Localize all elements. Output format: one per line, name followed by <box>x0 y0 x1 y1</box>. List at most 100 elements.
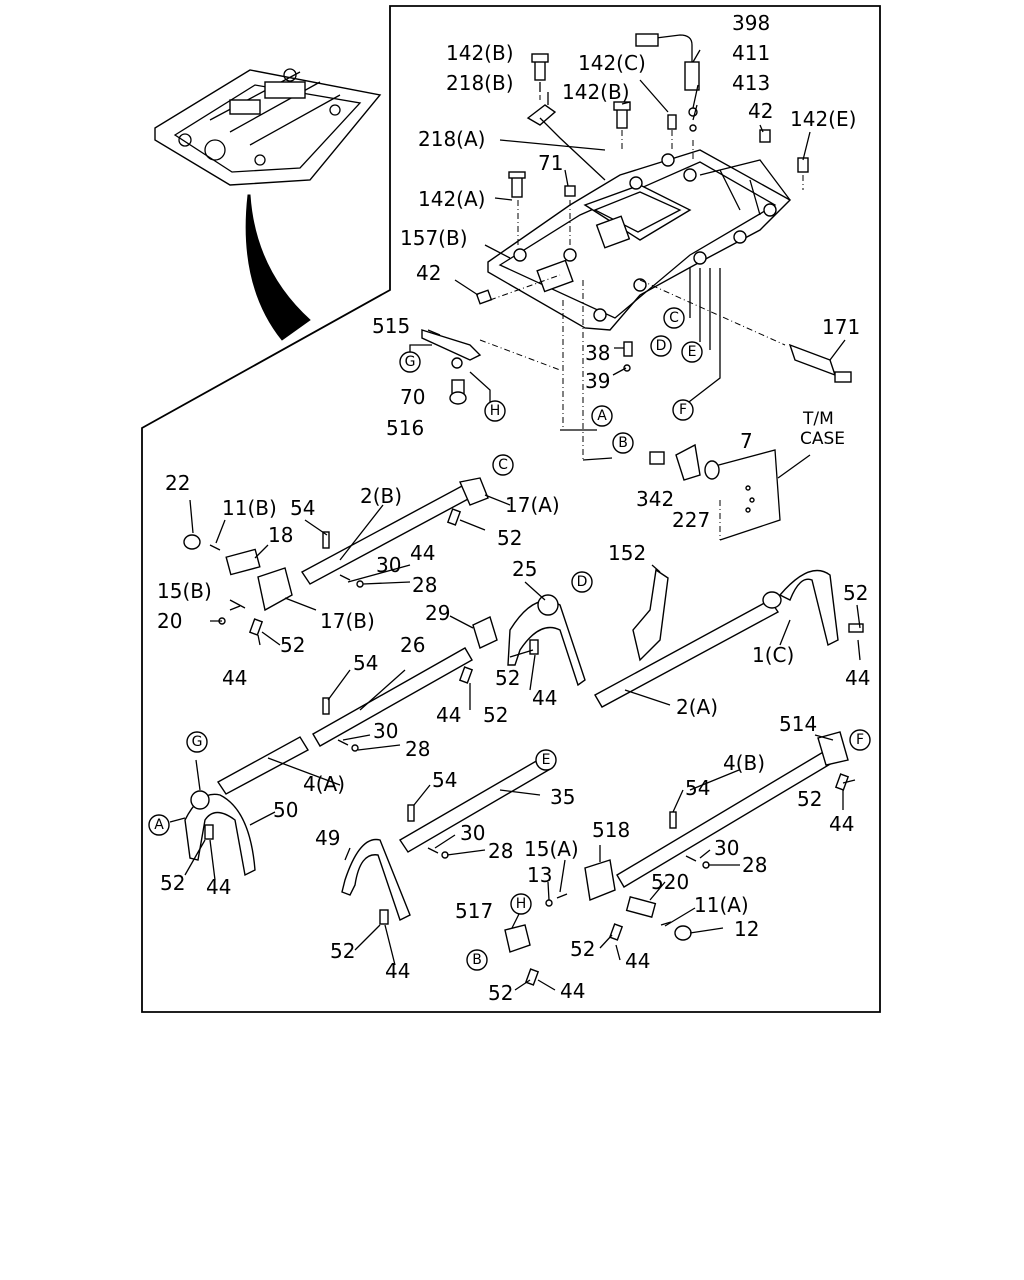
label-218a: 218(A) <box>418 127 485 151</box>
label-44: 44 <box>845 666 870 690</box>
svg-text:B: B <box>472 952 482 968</box>
label-29: 29 <box>425 601 450 625</box>
label-tm-line2: CASE <box>800 429 845 449</box>
label-44: 44 <box>410 541 435 565</box>
label-52: 52 <box>495 666 520 690</box>
label-11a: 11(A) <box>694 893 749 917</box>
callout-d: D <box>571 571 593 593</box>
label-12: 12 <box>734 917 759 941</box>
label-413: 413 <box>732 71 770 95</box>
label-17b: 17(B) <box>320 609 375 633</box>
top-small-parts <box>421 33 852 405</box>
label-142b: 142(B) <box>446 41 514 65</box>
callout-a: A <box>591 405 613 427</box>
label-17a: 17(A) <box>505 493 560 517</box>
label-520: 520 <box>651 870 689 894</box>
label-15a: 15(A) <box>524 837 579 861</box>
label-38: 38 <box>585 341 610 365</box>
svg-text:B: B <box>618 435 628 451</box>
svg-text:D: D <box>577 574 588 590</box>
svg-text:D: D <box>656 338 667 354</box>
diagram-frame <box>141 5 881 1013</box>
label-28: 28 <box>742 853 767 877</box>
label-22: 22 <box>165 471 190 495</box>
label-50: 50 <box>273 798 298 822</box>
label-54: 54 <box>290 496 315 520</box>
part-labels: 398 411 413 42 142(E) 142(B) 218(B) 142(… <box>157 11 870 1005</box>
label-49: 49 <box>315 826 340 850</box>
label-52: 52 <box>160 871 185 895</box>
label-26: 26 <box>400 633 425 657</box>
label-514: 514 <box>779 712 817 736</box>
label-39: 39 <box>585 369 610 393</box>
reference-callouts: C D E F G H A B C D G A E F H B <box>148 307 871 971</box>
label-398: 398 <box>732 11 770 35</box>
label-516: 516 <box>386 416 424 440</box>
callout-h: H <box>510 893 532 915</box>
label-28: 28 <box>488 839 513 863</box>
label-52: 52 <box>280 633 305 657</box>
svg-text:F: F <box>679 402 687 418</box>
cover-assembly <box>487 149 792 331</box>
label-44: 44 <box>829 812 854 836</box>
label-515: 515 <box>372 314 410 338</box>
label-71: 71 <box>538 151 563 175</box>
overview-thumbnail <box>154 68 382 186</box>
pins-and-bolts <box>204 508 864 986</box>
label-52: 52 <box>843 581 868 605</box>
label-44: 44 <box>206 875 231 899</box>
label-28: 28 <box>405 737 430 761</box>
label-142e: 142(E) <box>790 107 856 131</box>
tm-case <box>649 443 811 541</box>
label-54: 54 <box>353 651 378 675</box>
label-2b: 2(B) <box>360 484 402 508</box>
callout-c: C <box>663 307 685 329</box>
callout-e: E <box>681 341 703 363</box>
zoom-arrow <box>245 194 311 341</box>
label-44: 44 <box>560 979 585 1003</box>
callout-f: F <box>672 399 694 421</box>
forks-and-blocks <box>183 477 849 953</box>
svg-text:G: G <box>192 734 203 750</box>
label-28: 28 <box>412 573 437 597</box>
label-25: 25 <box>512 557 537 581</box>
label-18: 18 <box>268 523 293 547</box>
label-20: 20 <box>157 609 182 633</box>
label-52: 52 <box>483 703 508 727</box>
label-411: 411 <box>732 41 770 65</box>
svg-text:C: C <box>669 310 679 326</box>
label-1c: 1(C) <box>752 643 794 667</box>
label-52: 52 <box>488 981 513 1005</box>
label-44: 44 <box>222 666 247 690</box>
callout-b: B <box>466 949 488 971</box>
label-54: 54 <box>685 776 710 800</box>
callout-g: G <box>399 351 421 373</box>
label-44: 44 <box>385 959 410 983</box>
label-44: 44 <box>436 703 461 727</box>
label-35: 35 <box>550 785 575 809</box>
svg-text:H: H <box>516 896 527 912</box>
callout-b: B <box>612 432 634 454</box>
callout-e: E <box>535 749 557 771</box>
leader-lines-top <box>409 117 721 461</box>
alignment-lines-top <box>479 82 804 540</box>
callout-a: A <box>148 814 170 836</box>
label-15b: 15(B) <box>157 579 212 603</box>
label-2a: 2(A) <box>676 695 718 719</box>
svg-text:E: E <box>688 344 697 360</box>
label-tm-line1: T/M <box>802 409 834 429</box>
callout-f: F <box>849 729 871 751</box>
svg-text:A: A <box>154 817 164 833</box>
label-11b: 11(B) <box>222 496 277 520</box>
label-218b: 218(B) <box>446 71 514 95</box>
label-142b: 142(B) <box>562 80 630 104</box>
label-142a: 142(A) <box>418 187 485 211</box>
callout-h: H <box>484 400 506 422</box>
svg-text:F: F <box>856 732 864 748</box>
callout-c: C <box>492 454 514 476</box>
label-52: 52 <box>797 787 822 811</box>
label-54: 54 <box>432 768 457 792</box>
label-227: 227 <box>672 508 710 532</box>
label-152: 152 <box>608 541 646 565</box>
